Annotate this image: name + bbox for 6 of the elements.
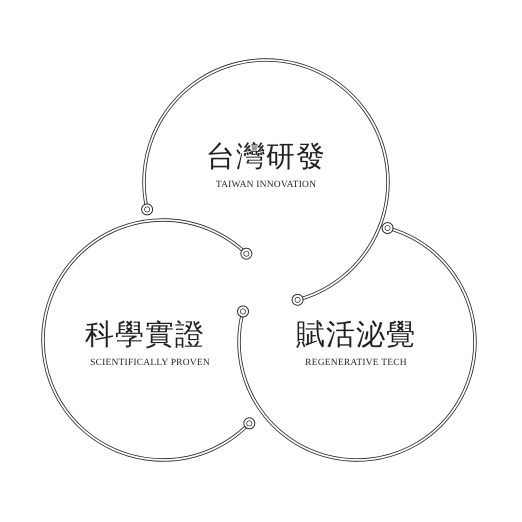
- circle-subtitle: TAIWAN INNOVATION: [216, 181, 316, 190]
- circle-title: 台灣研發: [206, 143, 326, 172]
- circle-title: 賦活泌覺: [296, 321, 416, 350]
- circle-subtitle: REGENERATIVE TECH: [305, 359, 407, 368]
- circle-subtitle: SCIENTIFICALLY PROVEN: [90, 359, 210, 368]
- circle-title: 科學實證: [85, 321, 205, 350]
